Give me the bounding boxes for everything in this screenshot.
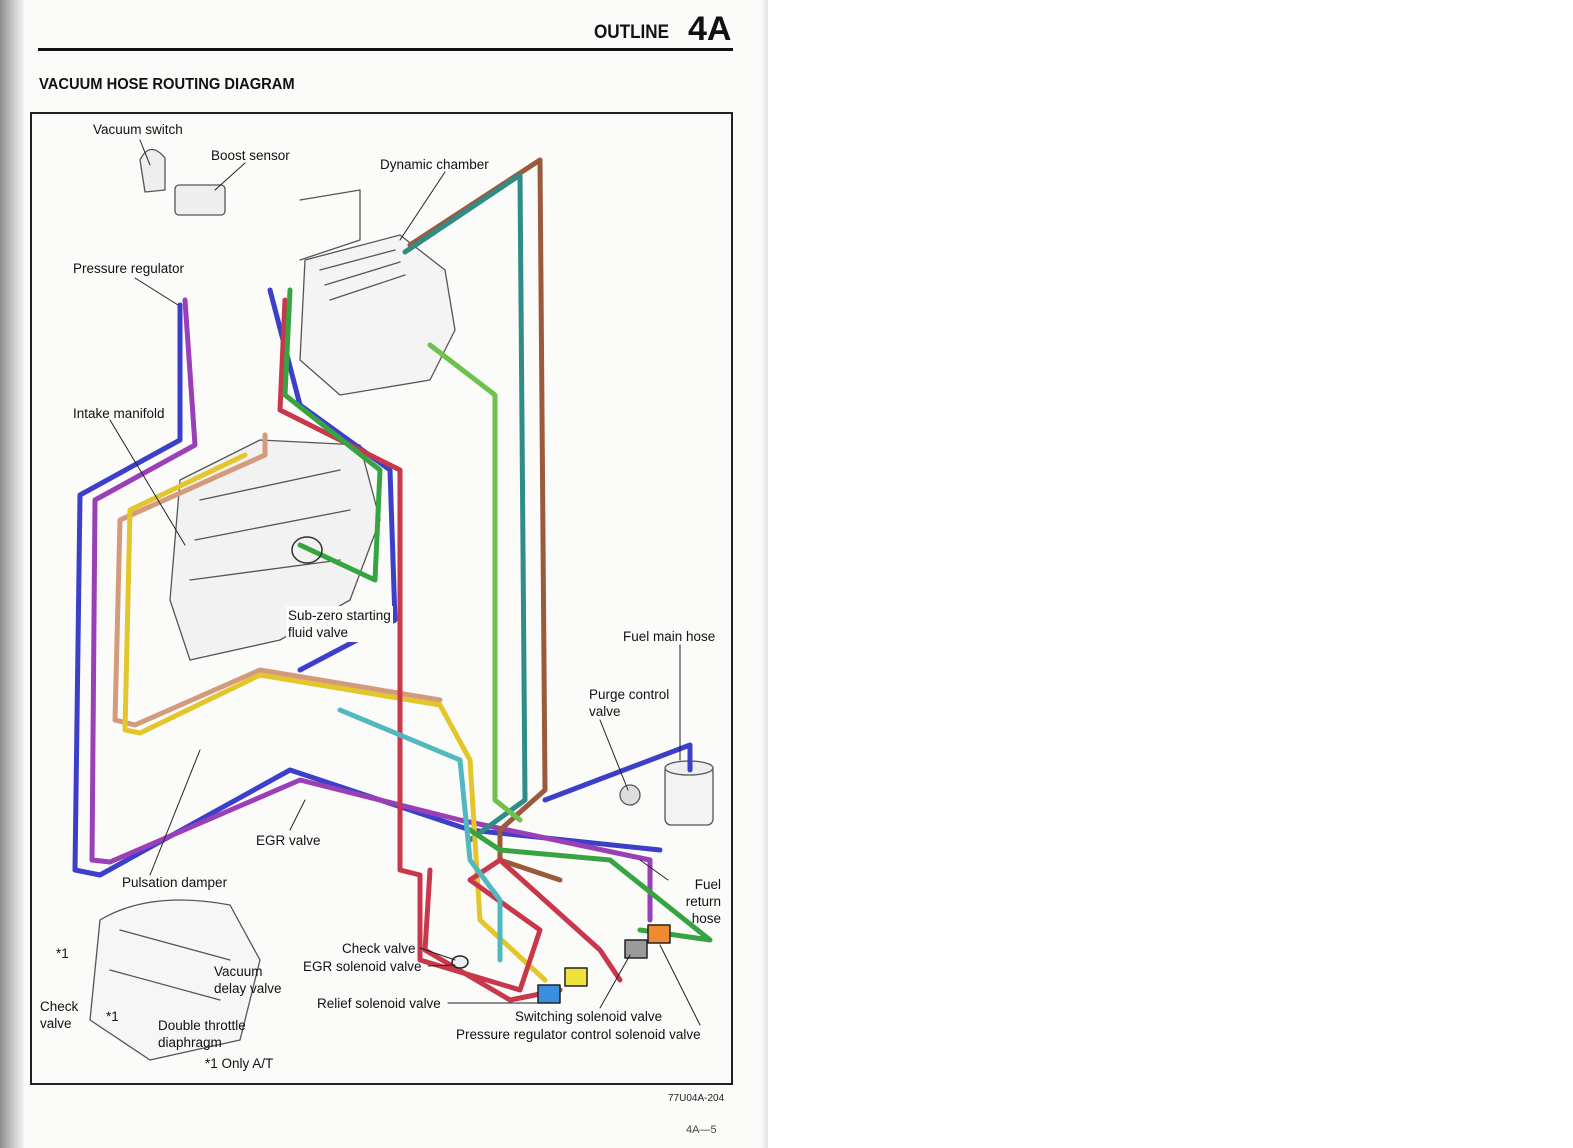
label-vacuum-delay-valve: Vacuum delay valve <box>214 963 282 997</box>
section-number: 4A <box>688 10 732 48</box>
label-sub-zero-line1: Sub-zero starting <box>288 608 391 623</box>
label-double-throttle-line2: diaphragm <box>158 1035 222 1050</box>
hose-diagram <box>72 139 714 1061</box>
label-check-inset-line2: valve <box>40 1016 72 1031</box>
figure-code: 77U04A-204 <box>668 1093 725 1104</box>
label-boost-sensor: Boost sensor <box>211 148 290 163</box>
label-only-at: *1 Only A/T <box>205 1056 274 1071</box>
label-check-valve-inset: Check valve <box>40 998 78 1032</box>
header-rule <box>38 48 733 51</box>
manual-page: OUTLINE 4A VACUUM HOSE ROUTING DIAGRAM <box>0 0 768 1148</box>
label-vacuum-delay-line1: Vacuum <box>214 964 263 979</box>
section-word: OUTLINE <box>594 22 670 43</box>
label-fuel-return-hose: Fuel return hose <box>676 876 721 927</box>
page-number: 4A—5 <box>686 1124 717 1136</box>
hose-cyan <box>337 707 503 963</box>
label-fuel-return-line2: return <box>685 894 721 909</box>
label-intake-manifold: Intake manifold <box>73 406 165 421</box>
label-double-throttle-line1: Double throttle <box>158 1018 246 1033</box>
page-binding-shadow <box>0 0 24 1148</box>
hose-blue <box>72 302 663 878</box>
label-star1-b: *1 <box>106 1009 119 1024</box>
page-title: VACUUM HOSE ROUTING DIAGRAM <box>39 76 295 93</box>
label-purge-line1: Purge control <box>589 687 670 702</box>
label-check-inset-line1: Check <box>40 999 79 1014</box>
label-sub-zero-line2: fluid valve <box>288 625 349 640</box>
label-egr-valve: EGR valve <box>256 833 321 848</box>
hose-teal <box>402 172 528 843</box>
label-prc-solenoid-valve: Pressure regulator control solenoid valv… <box>456 1027 701 1042</box>
label-fuel-return-line1: Fuel <box>694 877 721 892</box>
label-star1-a: *1 <box>56 946 69 961</box>
label-purge-line2: valve <box>589 704 621 719</box>
label-double-throttle-diaphragm: Double throttle diaphragm <box>158 1017 246 1051</box>
label-vacuum-delay-line2: delay valve <box>214 981 282 996</box>
label-purge-control-valve: Purge control valve <box>589 686 669 720</box>
label-fuel-main-hose: Fuel main hose <box>623 629 716 644</box>
page-edge <box>762 0 768 1148</box>
check-valve-icon <box>451 955 469 969</box>
label-fuel-return-line3: hose <box>691 911 721 926</box>
prc-solenoid-icon <box>647 924 671 944</box>
engine-sketch <box>89 148 714 1061</box>
label-switching-solenoid-valve: Switching solenoid valve <box>515 1009 663 1024</box>
label-dynamic-chamber: Dynamic chamber <box>380 157 489 172</box>
leader-lines <box>109 139 701 1026</box>
label-sub-zero-valve: Sub-zero starting fluid valve <box>286 606 393 642</box>
relief-solenoid-icon <box>537 984 561 1004</box>
label-pressure-regulator: Pressure regulator <box>73 261 185 276</box>
label-check-valve: Check valve <box>342 941 416 956</box>
hose-lightgreen <box>427 342 523 823</box>
label-pulsation-damper: Pulsation damper <box>122 875 228 890</box>
label-egr-solenoid-valve: EGR solenoid valve <box>303 959 422 974</box>
hose-red <box>277 297 623 993</box>
hose-purple <box>89 297 653 923</box>
label-relief-solenoid-valve: Relief solenoid valve <box>317 996 441 1011</box>
egr-solenoid-icon <box>564 967 588 987</box>
hose-green <box>282 287 713 943</box>
hose-tan <box>112 432 443 728</box>
sub-zero-marker <box>291 536 323 564</box>
label-vacuum-switch: Vacuum switch <box>93 122 183 137</box>
diagram-frame <box>30 112 733 1085</box>
switching-solenoid-icon <box>624 939 648 959</box>
hose-red-2 <box>422 867 563 1003</box>
